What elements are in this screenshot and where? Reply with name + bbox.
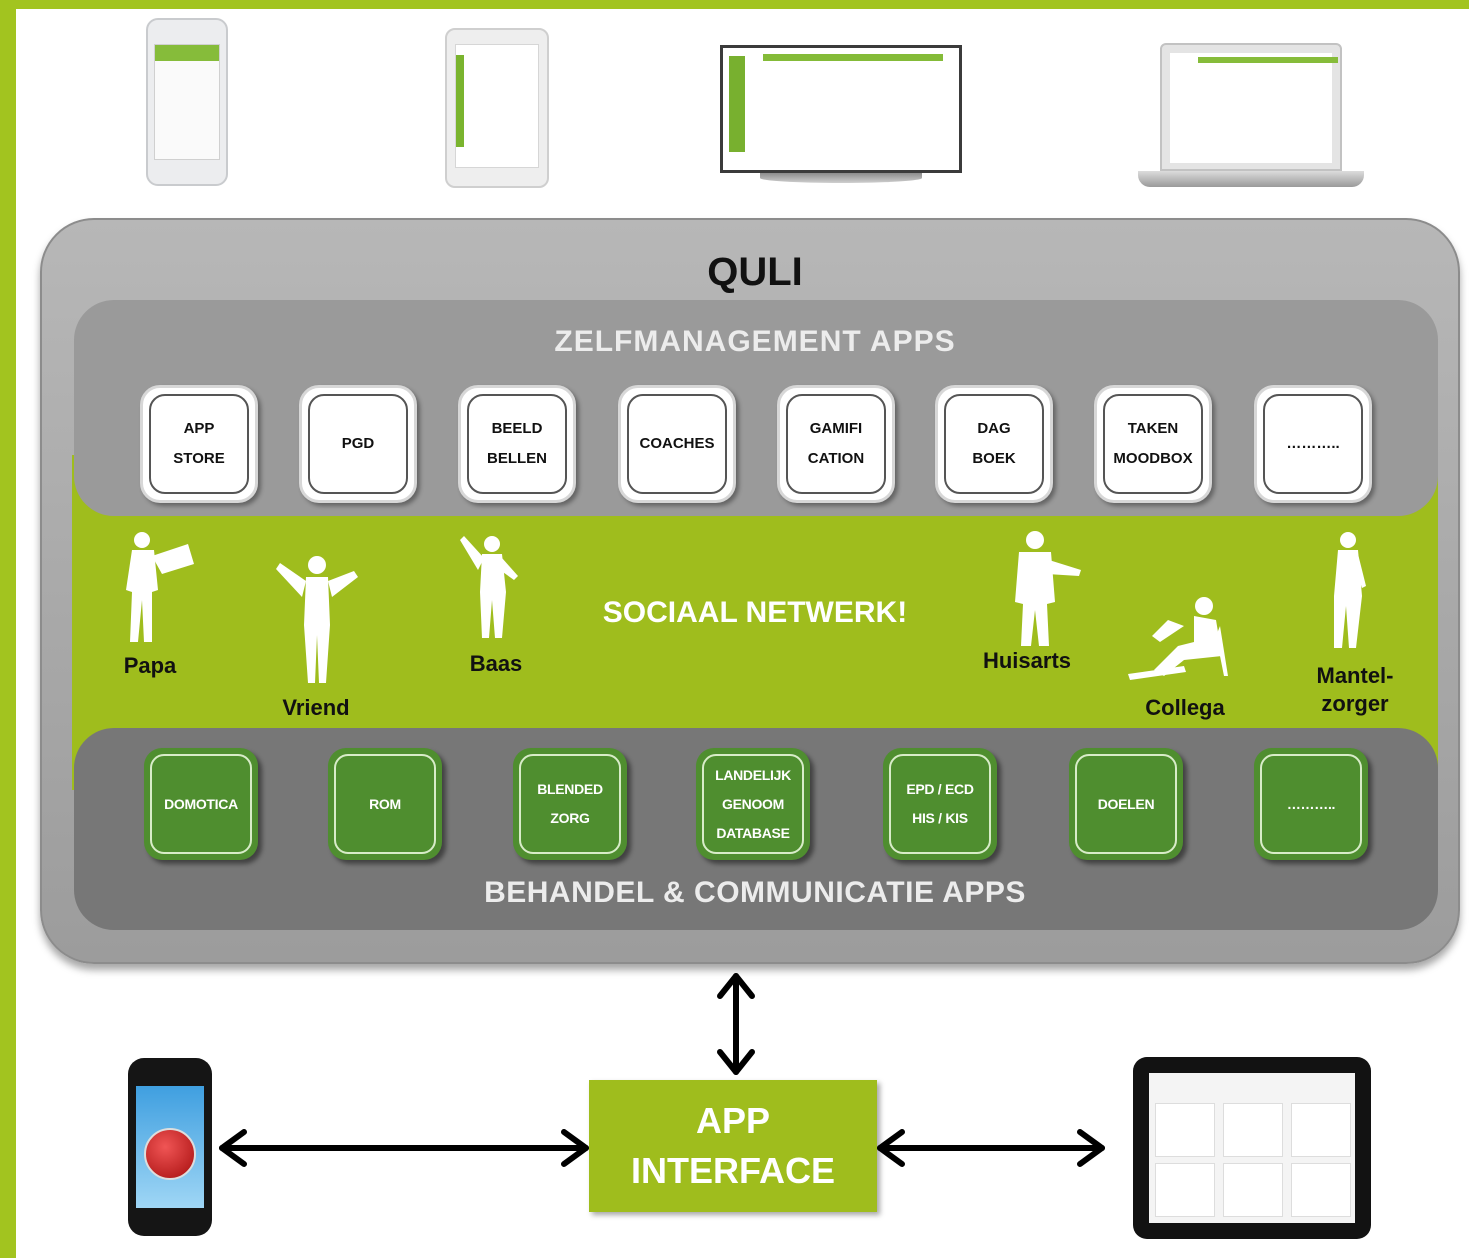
- app-tile-beeld-bellen[interactable]: BEELD BELLEN: [458, 385, 576, 503]
- person-label-papa: Papa: [123, 653, 177, 678]
- app-tile-coaches[interactable]: COACHES: [618, 385, 736, 503]
- arrow-head-right-1: [561, 1129, 589, 1167]
- app-tile-domotica[interactable]: DOMOTICA: [144, 748, 258, 860]
- behandel-title: BEHANDEL & COMMUNICATIE APPS: [484, 876, 1026, 909]
- app-tile-gamification[interactable]: GAMIFI CATION: [777, 385, 895, 503]
- smart-tv-device-image: [720, 45, 962, 185]
- smartphone-device-image: [146, 18, 228, 186]
- arrow-head-left-2: [877, 1129, 905, 1167]
- platform-title: QULI: [707, 250, 803, 294]
- app-tile-more-treatment[interactable]: ………..: [1254, 748, 1368, 860]
- mobile-phone-image: [128, 1058, 212, 1236]
- app-tile-blended-zorg[interactable]: BLENDED ZORG: [513, 748, 627, 860]
- app-tile-landelijk-genoom-database[interactable]: LANDELIJK GENOOM DATABASE: [696, 748, 810, 860]
- person-papa-icon: [126, 532, 194, 642]
- top-frame-border: [0, 0, 1469, 9]
- laptop-device-image: [1138, 43, 1364, 189]
- app-tile-rom[interactable]: ROM: [328, 748, 442, 860]
- left-frame-border: [0, 0, 16, 1258]
- social-network-title: SOCIAAL NETWERK!: [602, 596, 908, 629]
- person-label-huisarts: Huisarts: [982, 648, 1072, 673]
- person-label-baas: Baas: [469, 651, 523, 676]
- person-label-collega: Collega: [1145, 695, 1225, 720]
- app-tile-taken-moodbox[interactable]: TAKEN MOODBOX: [1094, 385, 1212, 503]
- arrow-head-up: [717, 973, 755, 999]
- app-interface-line-2: INTERFACE: [630, 1150, 835, 1191]
- person-baas-icon: [460, 536, 518, 638]
- arrow-head-right-2: [1077, 1129, 1105, 1167]
- app-tile-epd-ecd-his-kis[interactable]: EPD / ECD HIS / KIS: [883, 748, 997, 860]
- person-mantelzorger-icon: [1334, 532, 1366, 648]
- tablet-device-image: [445, 28, 549, 188]
- app-tile-pgd[interactable]: PGD: [299, 385, 417, 503]
- person-huisarts-icon: [1015, 531, 1081, 646]
- app-tile-more[interactable]: ………..: [1254, 385, 1372, 503]
- person-collega-icon: [1128, 597, 1228, 680]
- arrow-head-left-1: [219, 1129, 247, 1167]
- person-label-mantelzorger: Mantel- zorger: [1316, 663, 1394, 716]
- app-interface-line-1: APP: [695, 1100, 771, 1141]
- app-tile-app-store[interactable]: APP STORE: [140, 385, 258, 503]
- app-interface-box: APP INTERFACE: [589, 1080, 877, 1212]
- app-tile-doelen[interactable]: DOELEN: [1069, 748, 1183, 860]
- arrow-head-down: [717, 1049, 755, 1075]
- tablet-dashboard-image: [1133, 1057, 1371, 1239]
- app-tile-dagboek[interactable]: DAG BOEK: [935, 385, 1053, 503]
- zelfmanagement-title: ZELFMANAGEMENT APPS: [554, 325, 956, 358]
- person-vriend-icon: [276, 556, 358, 683]
- person-label-vriend: Vriend: [282, 695, 350, 720]
